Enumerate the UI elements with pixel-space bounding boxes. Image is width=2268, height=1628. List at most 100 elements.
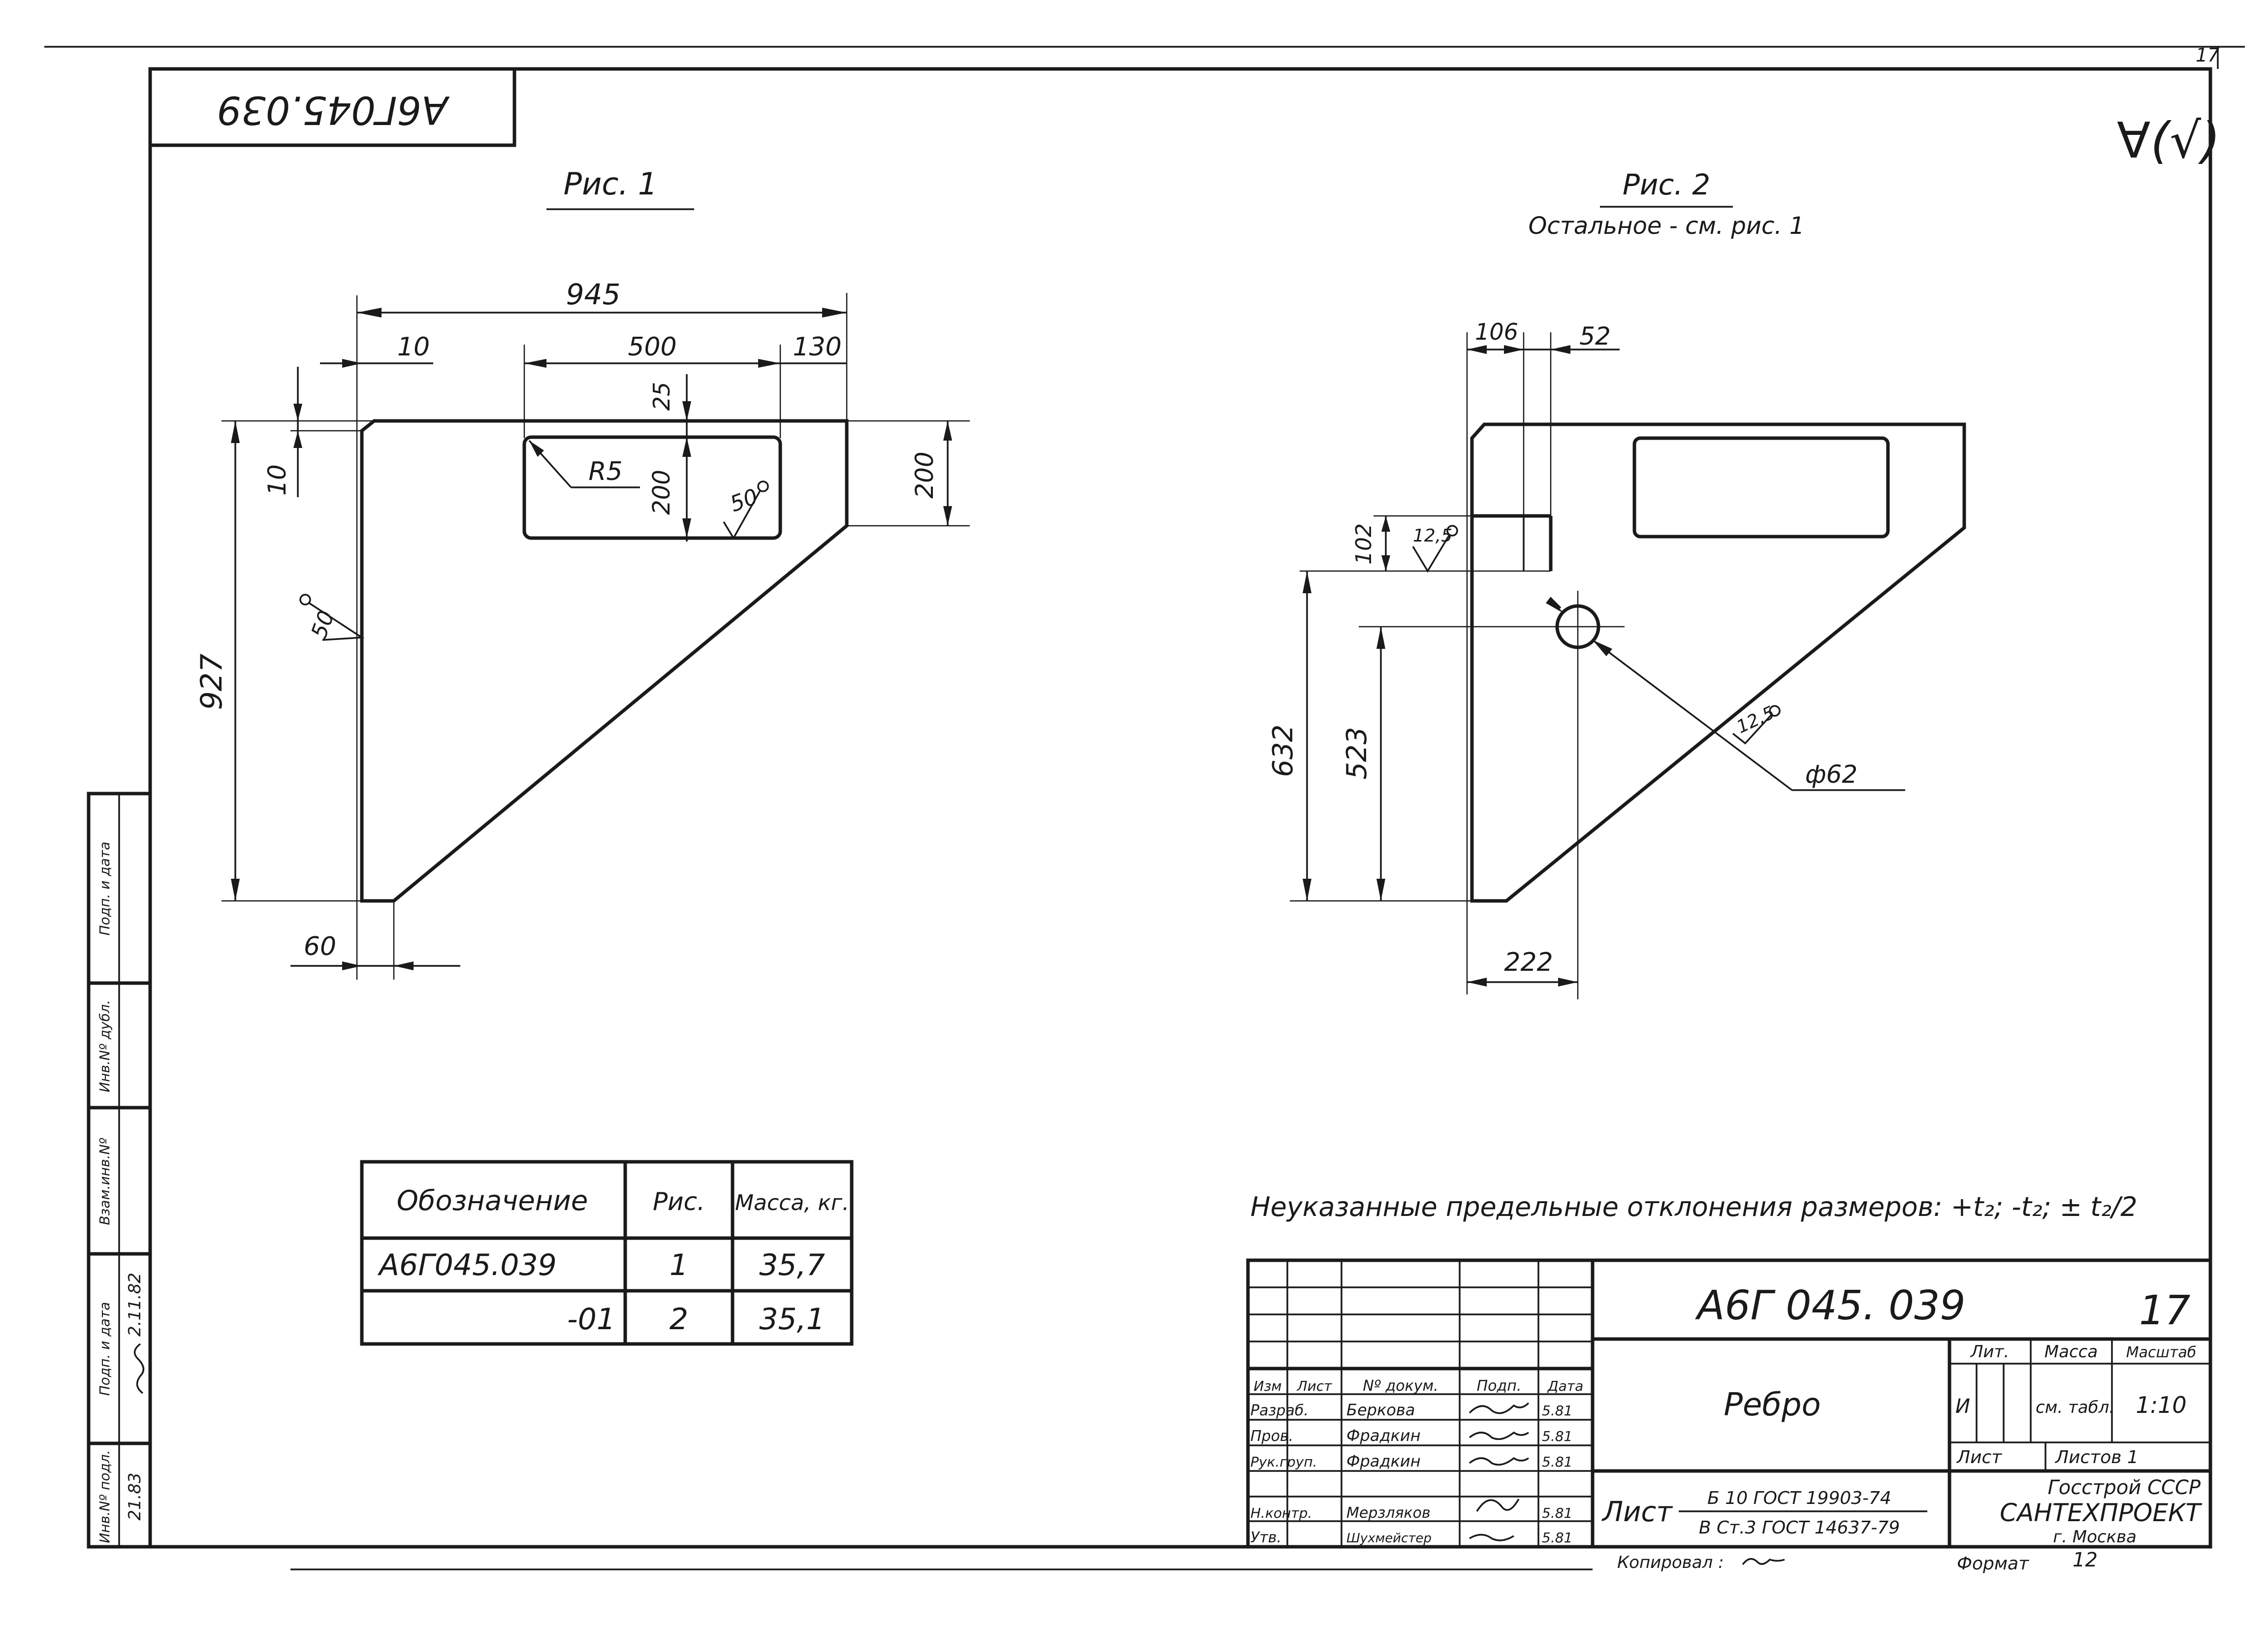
figure-1: Рис. 1 945 500 130 10 25 200 [194,166,970,980]
spec-header-mass: Масса, кг. [735,1190,849,1215]
spec-table-frame [360,1160,854,1346]
tb-designation: А6Г 045. 039 [1694,1282,1965,1329]
fig2-roughness-hole [1732,713,1773,745]
spec-cell: -01 [567,1302,615,1337]
fig1-dim-500: 500 [628,332,676,362]
arrow [1593,640,1612,656]
spec-cell: А6Г045.039 [377,1248,557,1282]
fig1-dim-130: 130 [793,332,841,362]
side-sign-date: 2.11.82 [125,1273,145,1337]
fig1-roughness-slot-value: 50 [727,484,761,517]
tb-signature [1469,1402,1530,1414]
tb-name: Фрадкин [1346,1426,1421,1445]
tb-col-header: Подп. [1477,1377,1522,1395]
tb-sheet-big: 17 [2139,1287,2190,1334]
arrow [822,308,847,318]
tb-name: Беркова [1346,1401,1415,1419]
tb-name: Фрадкин [1346,1452,1421,1470]
arrow [1504,345,1524,354]
fig1-dim-927: 927 [194,654,229,710]
fig2-dim-52: 52 [1579,322,1611,351]
tb-role: Пров. [1250,1428,1293,1445]
fig1-dim-25: 25 [648,382,675,411]
fig2-dim-523: 523 [1341,727,1373,780]
tb-col-header: Дата [1547,1378,1584,1394]
tb-mass-value: см. табл. [2036,1398,2114,1417]
fig1-dim-10-top: 10 [397,332,430,362]
roughness-circle [757,480,769,492]
tb-material-num: Б 10 ГОСТ 19903-74 [1707,1488,1891,1508]
tb-date: 5.81 [1542,1454,1572,1470]
fig1-roughness-edge [309,602,365,641]
fig1-dim-slot-200: 200 [648,470,675,515]
tb-sheets-label: Листов 1 [2054,1447,2139,1468]
fig2-roughness-notch [1412,534,1451,573]
tb-role: Утв. [1250,1529,1281,1546]
figure-2: Рис. 2 Остальное - см. рис. 1 106 52 102… [1267,168,1966,999]
copied-label: Копировал : [1617,1553,1724,1572]
tb-date: 5.81 [1542,1428,1572,1444]
fig2-dim-106: 106 [1475,319,1518,345]
spec-header-fig: Рис. [653,1187,705,1216]
tb-org-1: Госстрой СССР [2047,1476,2201,1499]
side-label: Инв.Nº подл. [96,1450,113,1543]
arrow [1558,978,1578,987]
arrow [357,308,382,318]
fig1-title: Рис. 1 [564,166,658,202]
tb-date: 5.81 [1542,1403,1572,1419]
arrow [1303,879,1311,901]
spec-header-designation: Обозначение [397,1185,588,1217]
tb-name: Шухмейстер [1346,1531,1432,1546]
fig1-dim-10-side: 10 [263,464,291,496]
tb-lit-value: И [1955,1395,1970,1418]
arrow [231,879,240,901]
title-block: А6Г 045. 039 17 Ребро Изм Лист Nº докум.… [1246,1258,2212,1549]
arrow [231,421,240,443]
tb-signature [1469,1457,1529,1466]
roughness-circle [299,594,311,606]
arrow [943,421,952,441]
arrow [342,359,362,368]
fig2-slot [1632,436,1890,539]
side-strip: Инв.Nº подл. Подп. и дата Взам.инв.Nº Ин… [87,792,152,1549]
fig1-dim-945: 945 [566,278,621,311]
arrow [758,359,780,368]
arrow [682,518,691,538]
tb-role: Рук.груп. [1250,1454,1317,1470]
tb-date: 5.81 [1542,1530,1572,1546]
corner-stamp-text: А6Г045.039 [217,88,450,132]
side-label: Взам.инв.Nº [96,1138,113,1225]
fig1-roughness-edge-value: 50 [306,607,339,642]
format-value: 12 [2073,1549,2098,1571]
fig2-title: Рис. 2 [1623,168,1710,201]
tb-material-den: В Ст.3 ГОСТ 14637-79 [1699,1518,1900,1538]
arrow [1467,978,1487,987]
arrow [293,431,302,448]
arrow [1381,516,1390,532]
fig2-dim-632: 632 [1267,725,1299,777]
arrow [682,401,691,421]
roughness-mark-general: ∀(√) [2117,112,2220,169]
format-label: Формат [1957,1554,2029,1574]
arrow [394,961,414,970]
tb-role: Н.контр. [1250,1505,1312,1521]
tb-org-3: г. Москва [2053,1527,2137,1547]
fig1-dim-r5: R5 [588,457,622,486]
fig1-dim-60: 60 [304,932,336,961]
arrow [1381,555,1390,571]
tb-col-header: Изм [1254,1378,1282,1394]
tb-lit-label: Лит. [1970,1342,2009,1362]
spec-cell: 1 [670,1248,688,1282]
fig2-dim-222: 222 [1504,948,1553,977]
arrow [1467,345,1487,354]
spec-cell: 35,1 [759,1302,825,1337]
fig2-dim-102: 102 [1351,523,1376,565]
roughness-circle [1769,705,1781,717]
fig2-part-outline [1470,422,1966,903]
spec-cell: 2 [670,1302,688,1337]
tb-mass-label: Масса [2044,1342,2098,1362]
side-label: Инв.Nº дубл. [96,1000,113,1092]
side-label: Подп. и дата [96,1302,113,1396]
tb-col-header: Nº докум. [1363,1377,1438,1395]
